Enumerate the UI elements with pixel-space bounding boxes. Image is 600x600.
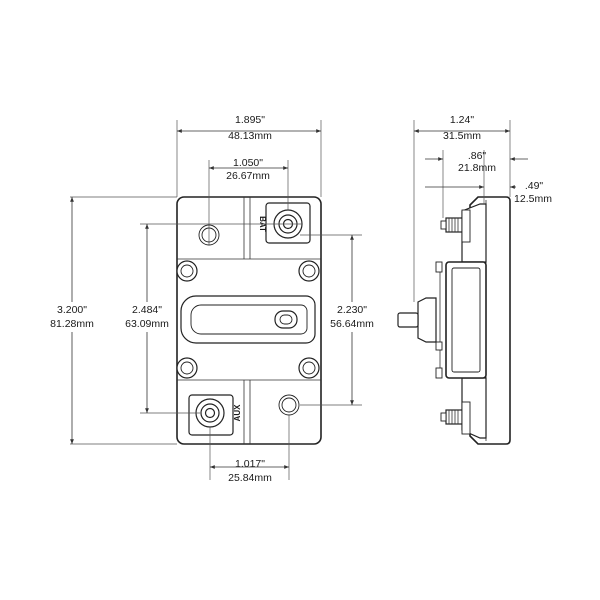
overall-depth-mm: 31.5mm [443,130,481,142]
side-view: 1.24" 31.5mm .86" 21.8mm .49" 12.5mm [397,114,552,445]
label-bg [324,302,382,332]
side-bottom-stud [440,401,471,435]
terminal-spacing-bottom-mm: 25.84mm [228,472,272,484]
housing-tab [435,341,443,351]
overall-depth-inch: 1.24" [450,114,474,126]
side-lever-knob [397,312,419,328]
side-housing-inner [451,267,481,373]
terminal-spacing-bottom-inch: 1.017" [235,458,265,470]
aux-label: AUX [233,404,242,422]
overall-height-mm: 81.28mm [50,318,94,330]
terminal-spacing-top-inch: 1.050" [233,157,263,169]
mount-spacing-right-inch: 2.230" [337,304,367,316]
overall-width-inch: 1.895" [235,114,265,126]
overall-height-inch: 3.200" [57,304,87,316]
aux-terminal-stud [188,394,234,436]
label-bg [44,302,102,332]
overall-width-mm: 48.13mm [228,130,272,142]
terminal-spacing-top-mm: 26.67mm [226,170,270,182]
mount-screw-inner [302,361,316,375]
flange-depth-mm: 12.5mm [514,193,552,205]
mount-screw-inner [180,264,194,278]
mount-screw-inner [302,264,316,278]
housing-tab [435,367,443,379]
reset-lever-inner [279,314,293,325]
mount-spacing-left-mm: 63.09mm [125,318,169,330]
flange-depth-inch: .49" [525,180,544,192]
stud-depth-mm: 21.8mm [458,162,496,174]
front-view: BAT AUX 1.895" 48.13mm [44,114,382,484]
label-bg [118,302,176,332]
mount-spacing-left-inch: 2.484" [132,304,162,316]
stud-depth-inch: .86" [468,150,487,162]
mount-hole-inner [281,397,297,413]
mount-screw-inner [180,361,194,375]
side-lever-base [417,297,437,343]
housing-tab [435,261,443,273]
side-top-stud [440,209,471,243]
mount-spacing-right-mm: 56.64mm [330,318,374,330]
